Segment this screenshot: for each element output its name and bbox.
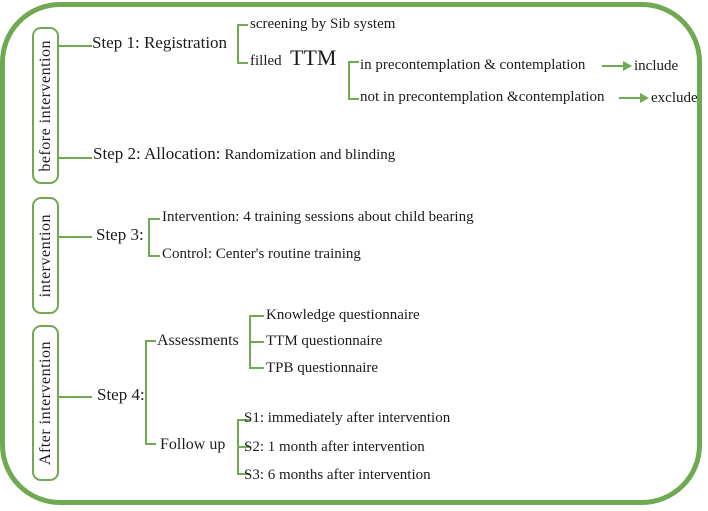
branch-in-label: in precontemplation & contemplation — [360, 57, 586, 73]
assessment-item-knowledge: Knowledge questionnaire — [266, 307, 420, 323]
phase-box-before-intervention: before intervention — [32, 27, 59, 184]
step1-bracket — [237, 24, 248, 64]
followup-item-s1: S1: immediately after intervention — [244, 410, 451, 426]
branch-not-in-label: not in precontemplation &contemplation — [360, 89, 605, 105]
exclude-arrow-right-icon — [640, 93, 649, 103]
step4-bracket — [145, 340, 156, 445]
step4-label: Step 4: — [97, 385, 145, 404]
step1-filled-label: filled — [250, 53, 282, 69]
step3-label: Step 3: — [96, 225, 144, 244]
followup-bracket-mid-stub — [237, 446, 250, 448]
include-arrow-line — [602, 65, 624, 67]
step1-label: Step 1: Registration — [92, 33, 228, 52]
followup-label: Follow up — [160, 436, 226, 453]
assessments-bracket-mid-stub — [249, 341, 264, 343]
exclude-label: exclude — [651, 90, 698, 106]
step1-ttm-label: TTM — [290, 45, 337, 70]
phase-box-intervention: intervention — [32, 197, 59, 314]
step2-label: Step 2: Allocation: — [93, 144, 221, 163]
step2-row: Step 2: Allocation: Randomization and bl… — [93, 144, 396, 164]
include-arrow-right-icon — [623, 61, 632, 71]
connector-step3 — [59, 236, 92, 238]
assessment-item-ttm: TTM questionnaire — [266, 333, 383, 349]
diagram-border — [0, 2, 702, 505]
exclude-arrow-line — [619, 97, 641, 99]
step3-intervention-label: Intervention: 4 training sessions about … — [162, 209, 474, 225]
connector-step1 — [59, 45, 92, 47]
followup-item-s3: S3: 6 months after intervention — [244, 467, 431, 483]
phase-label-before-intervention: before intervention — [36, 39, 54, 172]
phase-label-after-intervention: After intervention — [36, 340, 54, 466]
step2-detail: Randomization and blinding — [224, 147, 396, 163]
connector-step2 — [59, 157, 92, 159]
phase-box-after-intervention: After intervention — [32, 325, 59, 481]
step3-bracket — [148, 218, 160, 257]
step1-screening-label: screening by Sib system — [250, 16, 396, 32]
step3-control-label: Control: Center's routine training — [162, 246, 361, 262]
include-label: include — [634, 58, 679, 74]
phase-label-intervention: intervention — [36, 213, 54, 298]
ttm-branch-bracket — [348, 61, 359, 100]
assessments-label: Assessments — [157, 332, 239, 349]
assessment-item-tpb: TPB questionnaire — [266, 360, 379, 376]
connector-step4 — [59, 396, 92, 398]
followup-item-s2: S2: 1 month after intervention — [244, 439, 425, 455]
